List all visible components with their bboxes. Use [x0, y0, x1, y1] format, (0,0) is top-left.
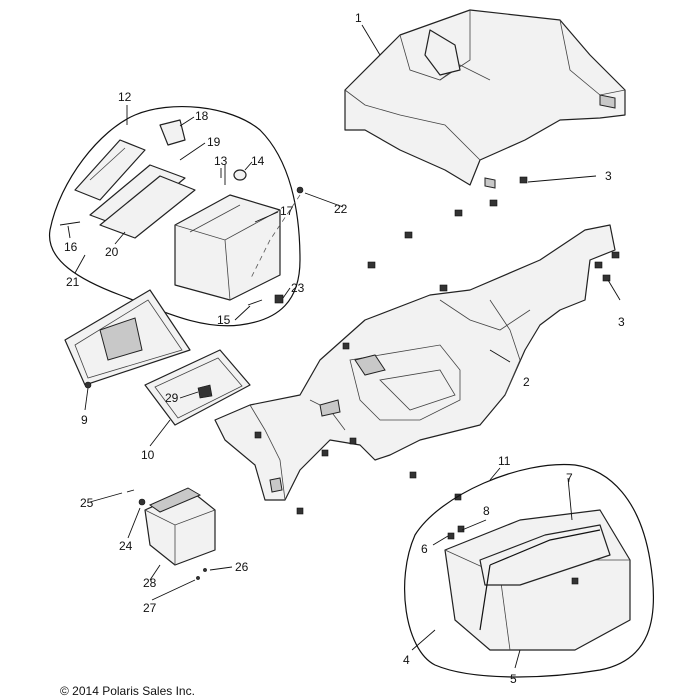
part-29-clip: [197, 384, 213, 399]
callout-24: 24: [119, 539, 133, 553]
callout-20: 20: [105, 245, 119, 259]
part-9-access-panel: [64, 289, 191, 389]
callout-25: 25: [80, 496, 94, 510]
callout-12: 12: [118, 90, 132, 104]
callout-8: 8: [483, 504, 490, 518]
callout-5: 5: [510, 672, 517, 686]
part-16-screw: [59, 221, 81, 226]
part-14-grommet: [233, 169, 247, 181]
callout-7: 7: [566, 471, 573, 485]
part-17-cluster-housing: [174, 194, 281, 301]
part-6-clip: [447, 532, 455, 540]
callout-17: 17: [280, 204, 294, 218]
leader-lines: [67, 24, 621, 669]
callout-29: 29: [165, 391, 179, 405]
part-24-nut: [138, 498, 146, 506]
callout-2: 2: [523, 375, 530, 389]
part-18-connector: [159, 119, 186, 146]
part-5-box-lid: [479, 524, 611, 586]
part-7-clip: [571, 577, 579, 585]
part-26-washer: [203, 568, 207, 572]
part-28-module: [144, 487, 216, 566]
callout-1: 1: [355, 11, 362, 25]
callout-labels: 1 2 3 3 4 5 6 7 8 9 10 11 12 13 14 15 16…: [64, 11, 625, 686]
part-25-screw: [126, 489, 135, 493]
part-10-panel-seal: [144, 349, 251, 426]
part-22-bolt: [296, 186, 304, 194]
callout-9: 9: [81, 413, 88, 427]
copyright-notice: © 2014 Polaris Sales Inc.: [60, 684, 195, 698]
callout-10: 10: [141, 448, 155, 462]
part-23-nut: [274, 294, 284, 304]
callout-23: 23: [291, 281, 305, 295]
assembly-group-12-23: [49, 106, 304, 327]
part-2-dash-panel: [214, 224, 616, 501]
callout-18: 18: [195, 109, 209, 123]
callout-22: 22: [334, 202, 348, 216]
callout-3-top: 3: [605, 169, 612, 183]
callout-27: 27: [143, 601, 157, 615]
part-1-dash-cover: [344, 9, 626, 189]
assembly-group-4-8: [404, 463, 655, 678]
callout-15: 15: [217, 313, 231, 327]
callout-28: 28: [143, 576, 157, 590]
callout-19: 19: [207, 135, 221, 149]
callout-4: 4: [403, 653, 410, 667]
part-12-bezel: [74, 139, 146, 201]
callout-13: 13: [214, 154, 228, 168]
part-27-washer: [196, 576, 200, 580]
part-15-screw: [247, 299, 263, 306]
callout-6: 6: [421, 542, 428, 556]
callout-14: 14: [251, 154, 265, 168]
part-8-screw: [457, 525, 465, 533]
callout-26: 26: [235, 560, 249, 574]
callout-16: 16: [64, 240, 78, 254]
callout-3-right: 3: [618, 315, 625, 329]
callout-21: 21: [66, 275, 80, 289]
callout-11: 11: [498, 454, 511, 468]
